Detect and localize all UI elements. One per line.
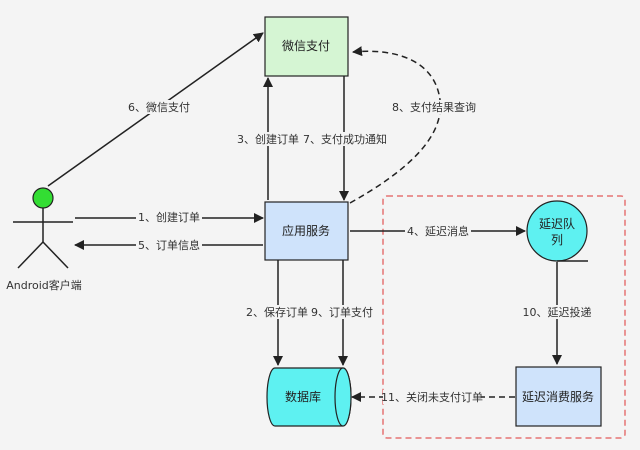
delay-queue-node[interactable] — [526, 200, 588, 262]
edge-label-order-info: 5、订单信息 — [138, 238, 200, 252]
edge-label-create-order: 1、创建订单 — [138, 210, 200, 224]
edge-pay-query-curve — [349, 46, 442, 204]
android-client-label: Android客户端 — [6, 278, 82, 292]
android-client-actor[interactable] — [13, 187, 73, 269]
edge-label-delay-msg: 4、延迟消息 — [407, 224, 469, 238]
delay-queue-label-line1: 延迟队 — [539, 216, 575, 231]
edge-label-delay-deliver: 10、延迟投递 — [523, 305, 592, 319]
delay-consumer-label: 延迟消费服务 — [522, 389, 594, 404]
edge-label-close-order: 11、关闭未支付订单 — [381, 390, 483, 404]
edge-label-create-order-up: 3、创建订单 — [237, 132, 299, 146]
app-service-label: 应用服务 — [282, 223, 330, 238]
edge-label-pay-notify: 7、支付成功通知 — [303, 132, 387, 146]
app-service-node[interactable] — [264, 201, 349, 261]
edge-label-wechat-pay: 6、微信支付 — [128, 100, 190, 114]
delay-consumer-node[interactable] — [515, 366, 602, 427]
edge-label-order-pay: 9、订单支付 — [311, 306, 373, 319]
edge-label-pay-query: 8、支付结果查询 — [392, 100, 476, 114]
wechat-pay-label: 微信支付 — [282, 39, 330, 53]
database-label: 数据库 — [285, 389, 321, 404]
database-node[interactable] — [266, 367, 352, 427]
actor-head — [32, 187, 54, 209]
edge-label-save-order: 2、保存订单 — [246, 305, 308, 319]
delay-queue-label-line2: 列 — [551, 233, 563, 247]
wechat-pay-node[interactable] — [264, 16, 349, 77]
